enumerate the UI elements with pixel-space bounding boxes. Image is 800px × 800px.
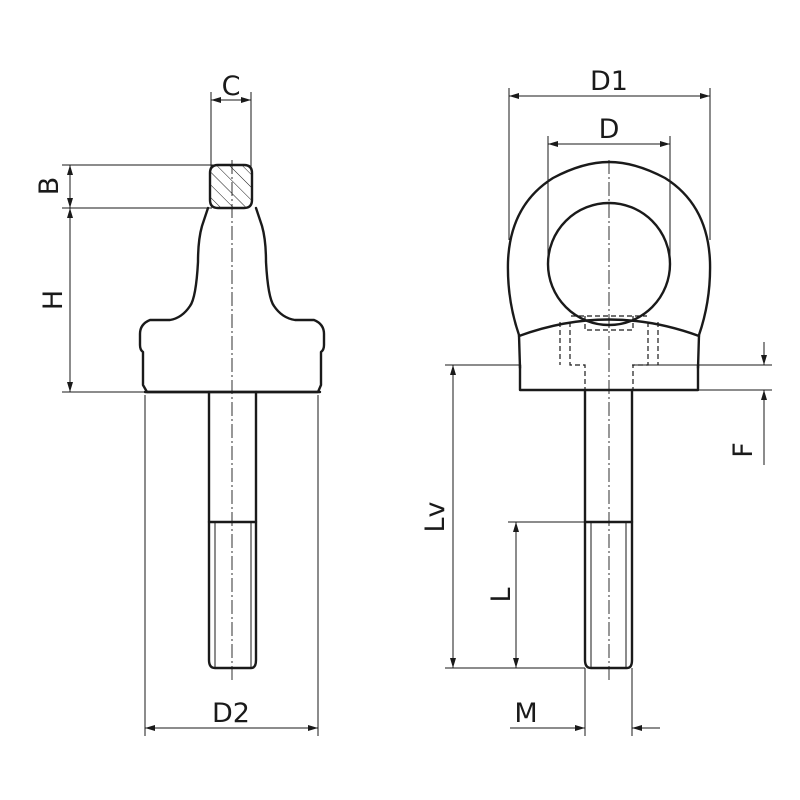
side-view	[138, 160, 326, 680]
label-c: C	[222, 71, 241, 102]
dimension-d2: D2	[144, 395, 319, 736]
dimension-f: F	[632, 342, 772, 465]
dimension-h: H	[38, 208, 145, 393]
label-l: L	[486, 587, 517, 602]
label-d2: D2	[212, 698, 250, 729]
dimension-d1: D1	[508, 66, 711, 240]
dimension-c: C	[210, 71, 252, 170]
dimension-lv: Lv	[420, 364, 585, 669]
ring-cross-section	[208, 163, 254, 210]
side-view-shank	[207, 390, 258, 670]
label-m: M	[514, 698, 537, 729]
label-d1: D1	[590, 66, 628, 97]
label-h: H	[38, 290, 69, 310]
front-view	[506, 160, 712, 680]
label-b: B	[34, 177, 65, 196]
dimension-b: B	[34, 164, 245, 209]
dimension-m: M	[510, 668, 660, 736]
label-lv: Lv	[420, 501, 451, 532]
label-f: F	[728, 442, 759, 458]
front-view-shank	[583, 388, 634, 670]
dimension-l: L	[486, 521, 585, 668]
label-d: D	[599, 114, 620, 145]
dimension-d: D	[547, 114, 671, 262]
